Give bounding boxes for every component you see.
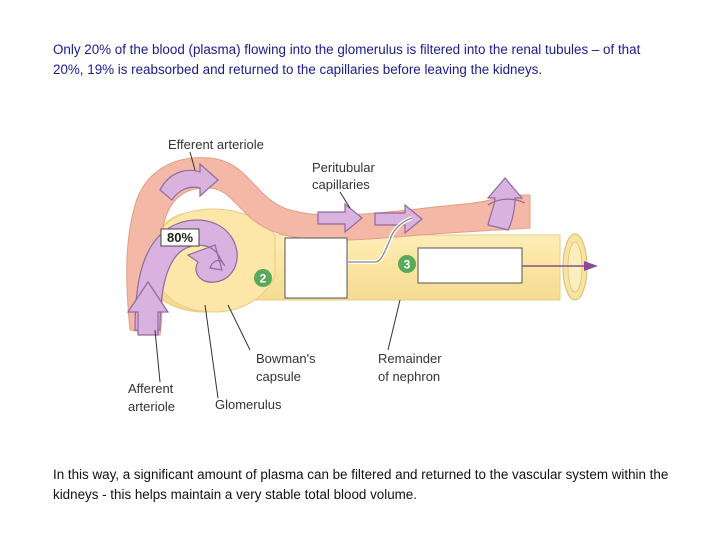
intro-paragraph: Only 20% of the blood (plasma) flowing i…: [53, 42, 641, 77]
summary-paragraph: In this way, a significant amount of pla…: [53, 467, 669, 502]
label-efferent-arteriole: Efferent arteriole: [168, 137, 264, 152]
label-glomerulus: Glomerulus: [215, 397, 282, 412]
label-remainder-line1: Remainder: [378, 351, 442, 366]
filtrate-flow-line: [522, 261, 598, 271]
label-peritubular-line1: Peritubular: [312, 160, 376, 175]
label-afferent-line2: arteriole: [128, 399, 175, 414]
label-bowmans-line1: Bowman's: [256, 351, 316, 366]
reabsorption-line: [348, 216, 413, 264]
label-remainder-line2: of nephron: [378, 369, 440, 384]
blank-box-right: [417, 247, 523, 284]
label-afferent-line1: Afferent: [128, 381, 174, 396]
label-peritubular-line2: capillaries: [312, 177, 370, 192]
leader-lines: [154, 151, 401, 399]
label-bowmans-line2: capsule: [256, 369, 301, 384]
blank-box-left: [284, 237, 348, 299]
svg-text:2: 2: [260, 272, 267, 286]
percent-box: 80%: [160, 228, 200, 247]
blood-vessel: [126, 157, 531, 336]
svg-text:80%: 80%: [167, 230, 193, 245]
efferent-flow-arrow: [159, 162, 219, 201]
venous-exit-arrow: [486, 177, 526, 231]
peritubular-flow-arrow: [317, 202, 423, 235]
svg-text:3: 3: [404, 258, 411, 272]
step-marker-3: 3: [398, 255, 416, 273]
glomerulus-loop-arrow: [126, 219, 238, 336]
step-marker-2: 2: [254, 269, 272, 287]
